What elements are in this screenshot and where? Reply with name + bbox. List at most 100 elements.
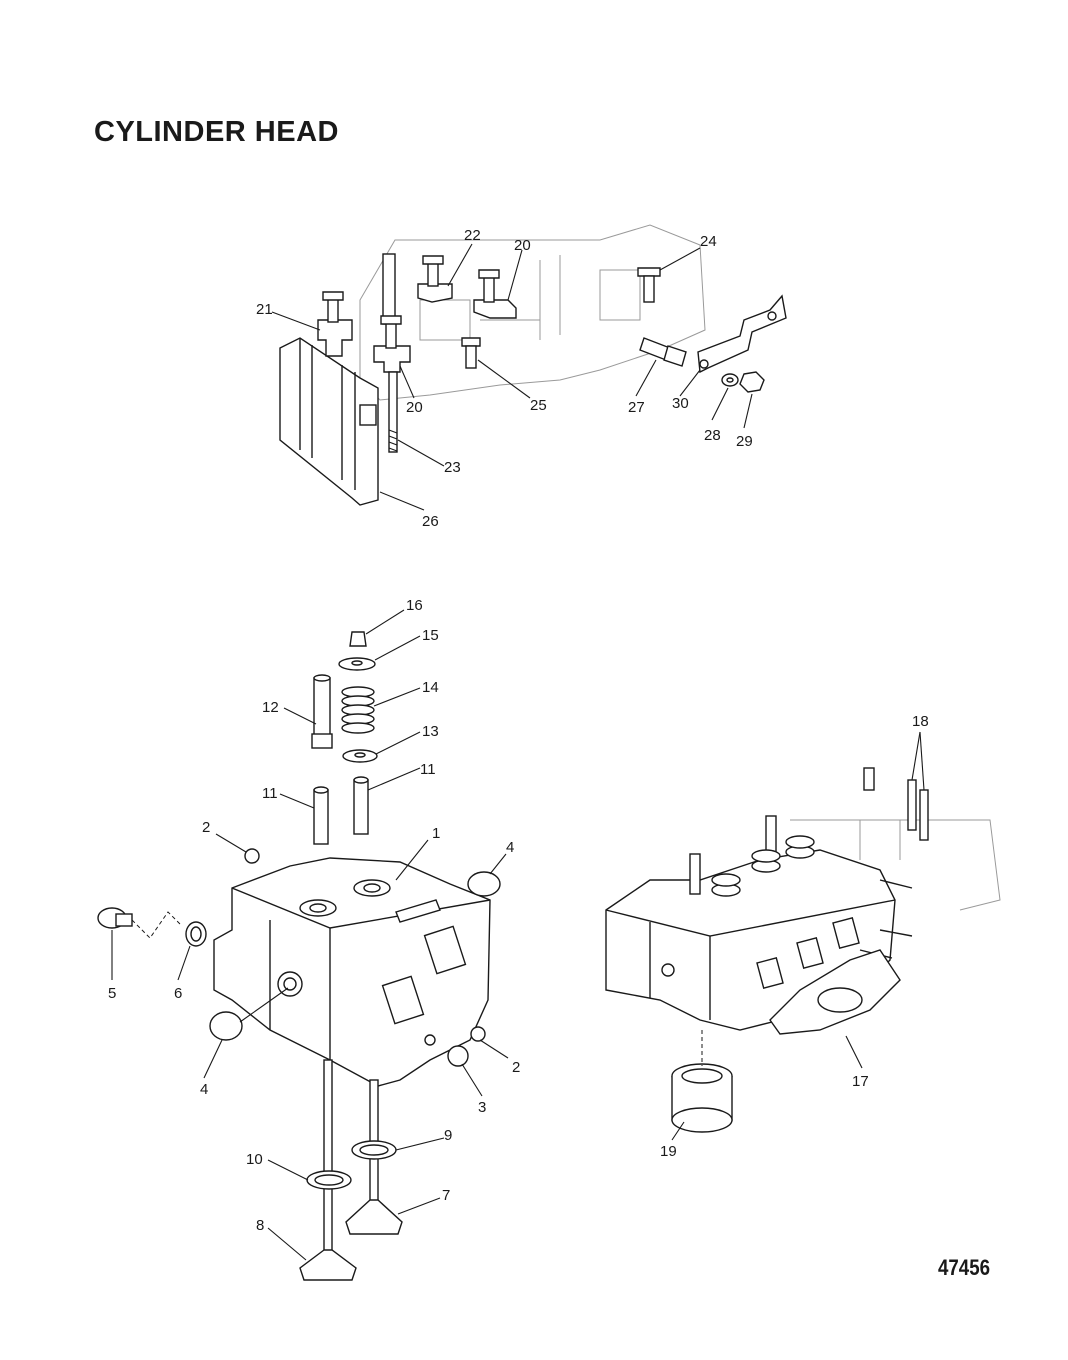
callout-5: 5: [108, 985, 116, 1002]
leader-19: [671, 1121, 685, 1141]
spring-retainer: [338, 657, 376, 671]
leader-21: [271, 311, 321, 331]
valve-keeper: [349, 631, 367, 647]
expansion-plug-upper: [467, 871, 501, 897]
leader-4a: [489, 853, 507, 875]
guide-stud: [382, 253, 396, 325]
callout-4-lower: 4: [200, 1081, 208, 1098]
callout-18: 18: [912, 713, 929, 730]
valve-spring: [341, 686, 375, 734]
fitting-27: [639, 337, 687, 367]
callout-10: 10: [246, 1151, 263, 1168]
callout-9: 9: [444, 1127, 452, 1144]
nut-29: [739, 371, 765, 393]
leader-16: [365, 609, 405, 635]
threaded-stud: [388, 371, 398, 453]
callout-25: 25: [530, 397, 547, 414]
callout-11-left: 11: [262, 785, 278, 802]
leader-15: [374, 635, 421, 661]
valve-exhaust: [299, 1059, 357, 1281]
leader-2b: [479, 1039, 509, 1059]
callout-24: 24: [700, 233, 717, 250]
callout-2-upper: 2: [202, 819, 210, 836]
leader-26: [379, 491, 425, 511]
callout-17: 17: [852, 1073, 869, 1090]
bolt-24: [637, 267, 661, 303]
leader-7: [397, 1197, 441, 1215]
document-number: 47456: [938, 1255, 991, 1280]
leader-5-dashed: [131, 911, 181, 939]
drain-plug: [97, 907, 133, 929]
cylinder-head-block: [213, 857, 491, 1087]
leader-20b: [399, 365, 415, 399]
valve-seat-10: [306, 1170, 352, 1190]
clamp-left: [317, 291, 353, 357]
leader-18b: [919, 731, 925, 791]
callout-1: 1: [432, 825, 440, 842]
leader-23: [397, 439, 445, 467]
leader-20a: [507, 249, 523, 301]
callout-15: 15: [422, 627, 439, 644]
callout-12: 12: [262, 699, 279, 716]
leader-9: [395, 1137, 445, 1151]
leader-17: [845, 1035, 863, 1069]
studs-18: [863, 767, 929, 841]
valve-seat-9: [351, 1140, 397, 1160]
clamp-22: [417, 255, 453, 303]
leader-8: [267, 1227, 307, 1261]
leader-30: [679, 369, 701, 397]
leader-1: [395, 839, 429, 881]
background-head-outline: [790, 819, 1001, 911]
leader-10: [267, 1159, 309, 1181]
leader-12: [283, 707, 317, 725]
callout-19: 19: [660, 1143, 677, 1160]
callout-23: 23: [444, 459, 461, 476]
injector-sleeve: [311, 674, 333, 749]
leader-4b: [203, 1039, 223, 1079]
plug-3: [447, 1045, 469, 1067]
callout-21: 21: [256, 301, 273, 318]
valve-guide-right: [353, 776, 369, 835]
expansion-plug-lower: [209, 1011, 243, 1041]
leader-4c: [239, 987, 289, 1023]
leader-3: [461, 1063, 483, 1097]
leader-18a: [911, 731, 921, 781]
callout-14: 14: [422, 679, 439, 696]
head-gasket: [769, 949, 901, 1035]
callout-22: 22: [464, 227, 481, 244]
page-title: CYLINDER HEAD: [94, 116, 339, 148]
top-assembly: [279, 224, 787, 506]
leader-27: [635, 359, 657, 397]
leader-lines: [111, 243, 925, 1261]
callout-29: 29: [736, 433, 753, 450]
callout-labels: 1 2 2 3 4 4 5 6 7 8 9 10 11 11 12 13 14 …: [108, 227, 929, 1234]
precombustion-chamber: [671, 1063, 733, 1133]
callout-7: 7: [442, 1187, 450, 1204]
bracket-strap: [697, 294, 787, 374]
callout-4-upper: 4: [506, 839, 514, 856]
leader-29: [743, 393, 753, 429]
washer-28: [721, 373, 739, 387]
callout-20-upper: 20: [514, 237, 531, 254]
engine-background-outline: [359, 224, 706, 401]
leader-6: [177, 945, 191, 981]
callout-2-lower: 2: [512, 1059, 520, 1076]
clamp-center: [373, 315, 411, 373]
valve-guide-left: [313, 786, 329, 845]
callout-13: 13: [422, 723, 439, 740]
plug-2-lower: [470, 1026, 486, 1042]
leader-11a: [279, 793, 315, 809]
leader-11b: [367, 767, 421, 791]
callout-16: 16: [406, 597, 423, 614]
cover-plate: [279, 337, 379, 506]
leader-14: [373, 687, 421, 707]
plug-2-upper: [244, 848, 260, 864]
callout-11-right: 11: [420, 761, 436, 778]
assembled-valve-springs: [689, 815, 815, 897]
callout-3: 3: [478, 1099, 486, 1116]
leader-2a: [215, 833, 247, 853]
callout-30: 30: [672, 395, 689, 412]
leader-28: [711, 387, 729, 421]
